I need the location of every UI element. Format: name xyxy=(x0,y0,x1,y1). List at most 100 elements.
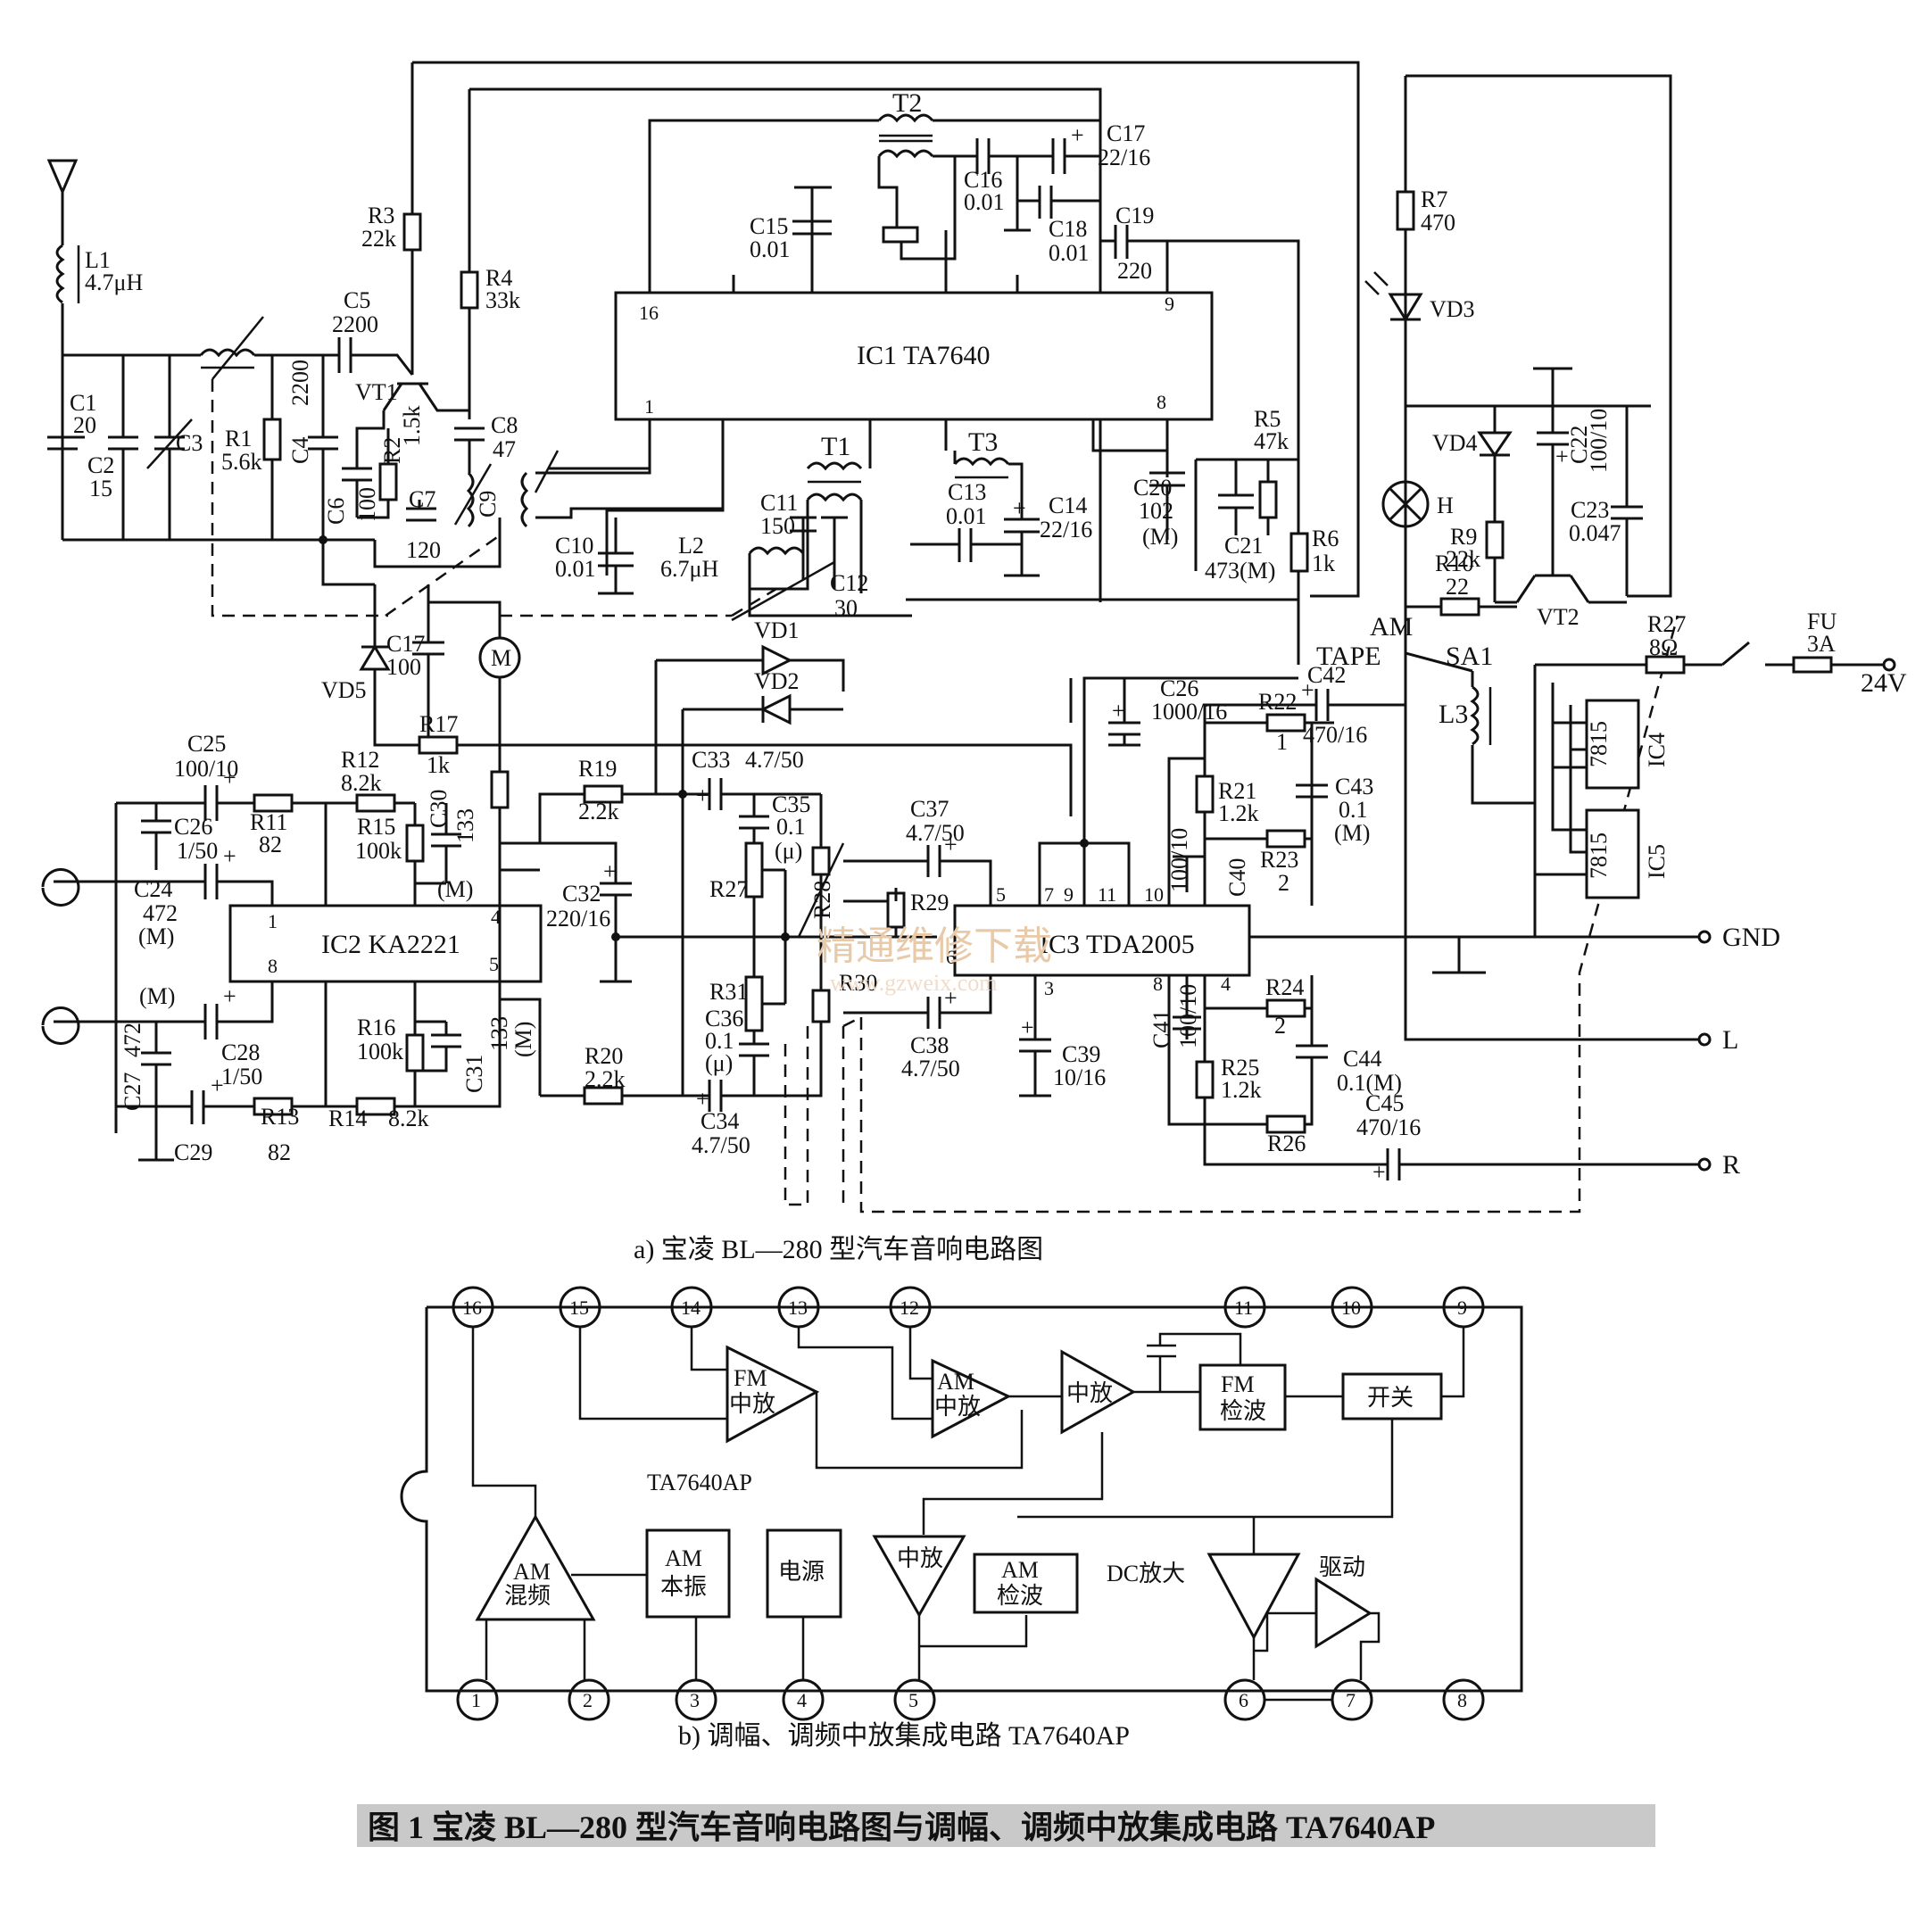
r15-label: R15 xyxy=(357,814,395,840)
c7-value: 120 xyxy=(406,537,441,563)
r22-value: 1 xyxy=(1276,729,1288,755)
c36-u: (μ) xyxy=(705,1050,733,1076)
ic3-pin10: 10 xyxy=(1144,883,1164,906)
t2-label: T2 xyxy=(892,88,922,118)
c4-value: 2200 xyxy=(287,360,313,406)
c2-label: C2 xyxy=(87,452,114,478)
figure-title: 图 1 宝凌 BL—280 型汽车音响电路图与调幅、调频中放集成电路 TA764… xyxy=(368,1810,1435,1845)
l2-label: L2 xyxy=(678,533,704,559)
c36-label: C36 xyxy=(705,1006,743,1031)
r1-label: R1 xyxy=(225,426,252,451)
c6-label: C6 xyxy=(323,498,349,525)
r14-value: 8.2k xyxy=(388,1106,429,1131)
c8-value: 47 xyxy=(493,436,516,462)
if-amp xyxy=(1060,1349,1137,1435)
c44-value: 0.1(M) xyxy=(1337,1070,1402,1096)
ic3-box xyxy=(953,904,1251,977)
c34-value: 4.7/50 xyxy=(692,1132,750,1158)
r6-value: 1k xyxy=(1312,551,1335,576)
c20-value: 102 xyxy=(1139,498,1173,524)
svg-text:+: + xyxy=(1021,1015,1034,1040)
svg-text:+: + xyxy=(696,783,709,808)
vd3-label: VD3 xyxy=(1430,296,1475,322)
ic4-name: IC4 xyxy=(1644,733,1670,767)
pin-4: 4 xyxy=(797,1689,807,1711)
svg-text:+: + xyxy=(1071,122,1084,148)
fu-label: FU xyxy=(1807,609,1837,634)
r19-label: R19 xyxy=(578,756,617,782)
r1-value: 5.6k xyxy=(221,449,262,475)
switch-label: 开关 xyxy=(1367,1385,1414,1411)
r14-label: R14 xyxy=(328,1106,367,1131)
r16-label: R16 xyxy=(357,1015,395,1040)
c20-label: C20 xyxy=(1133,475,1172,501)
block-diagram-b: 16 15 14 13 12 11 10 9 1 2 3 4 5 6 7 8 F… xyxy=(400,1286,1523,1721)
am-mix-line2: 混频 xyxy=(504,1583,551,1609)
am-oscillator xyxy=(645,1528,731,1619)
c17-label: C17 xyxy=(1107,120,1145,146)
pin-7: 7 xyxy=(1346,1689,1356,1711)
vd5-label: VD5 xyxy=(321,677,367,703)
r10-value: 22 xyxy=(1446,574,1469,600)
tape-label: TAPE xyxy=(1316,642,1381,671)
if-amp2-label: 中放 xyxy=(897,1545,943,1571)
c20-m: (M) xyxy=(1142,524,1178,550)
c5-label: C5 xyxy=(344,287,370,313)
r2-label: R2 xyxy=(379,437,405,464)
ic1-box xyxy=(614,291,1214,421)
am-if-amp xyxy=(931,1358,1012,1439)
r6-label: R6 xyxy=(1312,526,1339,551)
c15-label: C15 xyxy=(750,213,788,239)
c19-value: 220 xyxy=(1117,258,1152,284)
c28-value: 1/50 xyxy=(221,1064,262,1089)
am-if-line2: 中放 xyxy=(934,1394,981,1420)
c1-value: 20 xyxy=(73,412,96,438)
c41-label: C41 xyxy=(1148,1010,1174,1048)
c38-label: C38 xyxy=(910,1032,949,1058)
l2-value: 6.7μH xyxy=(660,556,718,582)
ic1-pin16: 16 xyxy=(639,302,659,324)
l1-label: L1 xyxy=(85,247,111,273)
supply-24v: 24V xyxy=(1861,668,1907,698)
ic2-pin4: 4 xyxy=(491,906,501,928)
c23-label: C23 xyxy=(1571,497,1609,523)
vd2-label: VD2 xyxy=(754,668,800,694)
m2-label: (M) xyxy=(139,983,175,1009)
title-band xyxy=(357,1804,1655,1847)
c31-value: 133 xyxy=(486,1016,512,1051)
c25-label: C25 xyxy=(187,731,226,757)
c21-label: C21 xyxy=(1224,533,1263,559)
ic5-name: IC5 xyxy=(1644,844,1670,879)
lamp-label: H xyxy=(1437,493,1454,518)
top-pins: 16 15 14 13 12 11 10 9 xyxy=(452,1286,1485,1329)
svg-text:+: + xyxy=(223,983,236,1009)
fu-value: 3A xyxy=(1807,631,1836,657)
c11-label: C11 xyxy=(760,490,798,516)
r24-label: R24 xyxy=(1265,974,1304,1000)
r20-value: 2.2k xyxy=(585,1066,626,1092)
t1-label: T1 xyxy=(821,432,850,461)
c43-value: 0.1 xyxy=(1339,797,1368,823)
c23-value: 0.047 xyxy=(1569,520,1621,546)
c45-label: C45 xyxy=(1365,1090,1404,1116)
c10-label: C10 xyxy=(555,533,593,559)
r3-label: R3 xyxy=(368,203,394,228)
svg-text:+: + xyxy=(223,765,236,791)
c30-value: 133 xyxy=(452,808,478,843)
c33-label: C33 xyxy=(692,747,730,773)
ic1-label: IC1 TA7640 xyxy=(857,341,991,370)
c31-label: C31 xyxy=(461,1055,487,1093)
c35-label: C35 xyxy=(772,791,810,817)
c14-label: C14 xyxy=(1049,493,1087,518)
r23-label: R23 xyxy=(1260,847,1298,873)
ic3-pin7: 7 xyxy=(1044,883,1054,906)
pin-10: 10 xyxy=(1341,1296,1361,1319)
caption-b: b) 调幅、调频中放集成电路 TA7640AP xyxy=(678,1721,1130,1751)
r25-label: R25 xyxy=(1221,1055,1259,1081)
chip-name-label: TA7640AP xyxy=(647,1470,752,1495)
c3-label: C3 xyxy=(176,430,203,456)
c16-label: C16 xyxy=(964,167,1002,193)
c43-m: (M) xyxy=(1334,820,1370,846)
c38-value: 4.7/50 xyxy=(901,1056,960,1081)
l3-label: L3 xyxy=(1439,700,1468,729)
